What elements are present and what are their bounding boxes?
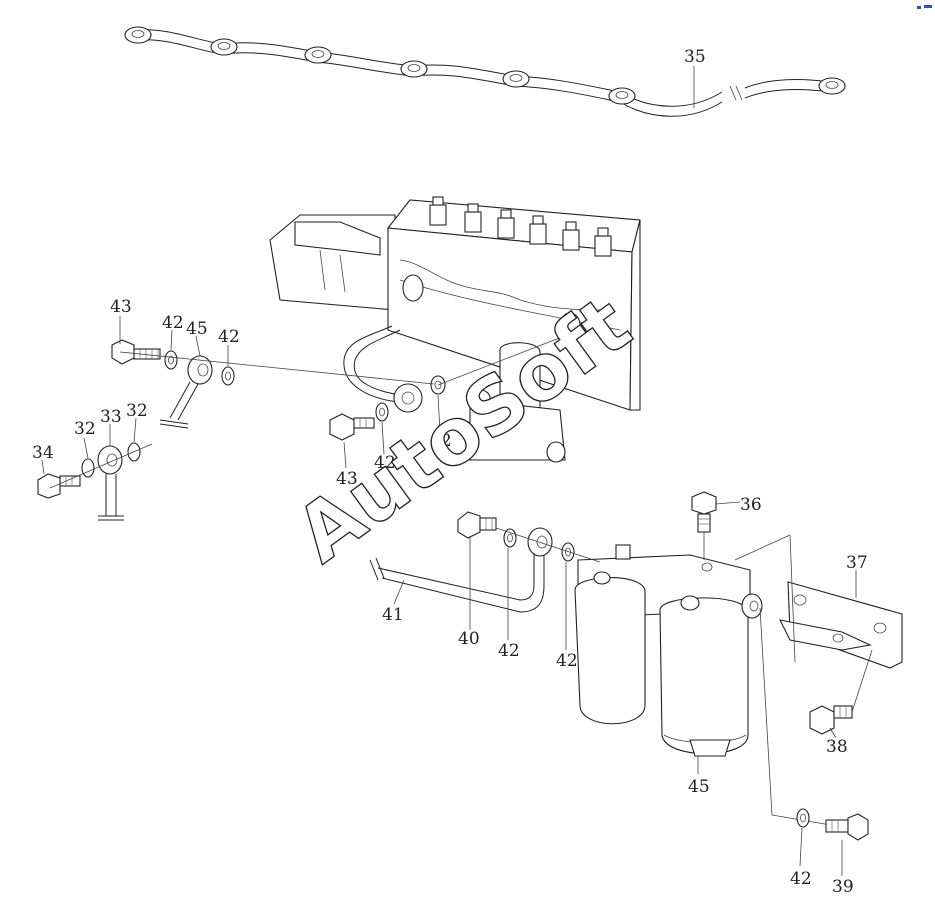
callout-37: 37 <box>846 553 868 573</box>
fuel-filter-assembly <box>574 544 763 757</box>
callout-32: 32 <box>74 419 96 439</box>
callout-36: 36 <box>740 495 762 515</box>
washer-32 <box>81 458 95 478</box>
washer-42 <box>221 366 235 386</box>
banjo-33 <box>97 445 124 521</box>
washer-42 <box>561 542 575 562</box>
callout-40: 40 <box>458 629 480 649</box>
washer-42 <box>503 528 517 548</box>
fuel-line-41 <box>369 527 553 613</box>
bolt-39-group <box>759 607 869 841</box>
callout-38: 38 <box>826 737 848 757</box>
callout-45: 45 <box>186 319 208 339</box>
callout-39: 39 <box>832 877 854 897</box>
callout-45: 45 <box>688 777 710 797</box>
banjo-bolt-43 <box>111 339 161 365</box>
callout-42: 42 <box>374 453 396 473</box>
bolt-38 <box>809 649 873 735</box>
callout-33: 33 <box>100 407 122 427</box>
callout-41: 41 <box>382 605 404 625</box>
washer-42 <box>164 350 178 370</box>
leak-off-line-35 <box>124 26 846 117</box>
delivery-valves <box>429 196 612 257</box>
banjo-eyes <box>124 26 846 105</box>
callout-42: 42 <box>556 651 578 671</box>
callout-43: 43 <box>336 469 358 489</box>
banjo-fitting-45 <box>159 355 213 429</box>
leader-lines <box>41 316 857 876</box>
callout-42: 42 <box>498 641 520 661</box>
callout-42: 42 <box>218 327 240 347</box>
injection-pump <box>269 196 641 463</box>
callout-42: 42 <box>162 313 184 333</box>
callout-32: 32 <box>126 401 148 421</box>
bolt-36 <box>691 491 717 560</box>
callout-42: 42 <box>790 869 812 889</box>
bolt-34 <box>37 473 61 499</box>
callout-43: 43 <box>110 297 132 317</box>
callout-42: 42 <box>430 431 452 451</box>
callout-labels: 35 43 42 45 42 34 32 33 32 42 43 42 36 3… <box>32 47 868 897</box>
middle-bolt-group <box>329 402 389 441</box>
corner-logo-mark <box>917 5 932 9</box>
lower-left-fitting-group <box>37 442 153 521</box>
fitting-40 <box>457 511 497 539</box>
bracket-37 <box>734 534 903 669</box>
callout-34: 34 <box>32 443 54 463</box>
callout-35: 35 <box>684 47 706 67</box>
upper-left-fitting-group <box>111 339 435 429</box>
